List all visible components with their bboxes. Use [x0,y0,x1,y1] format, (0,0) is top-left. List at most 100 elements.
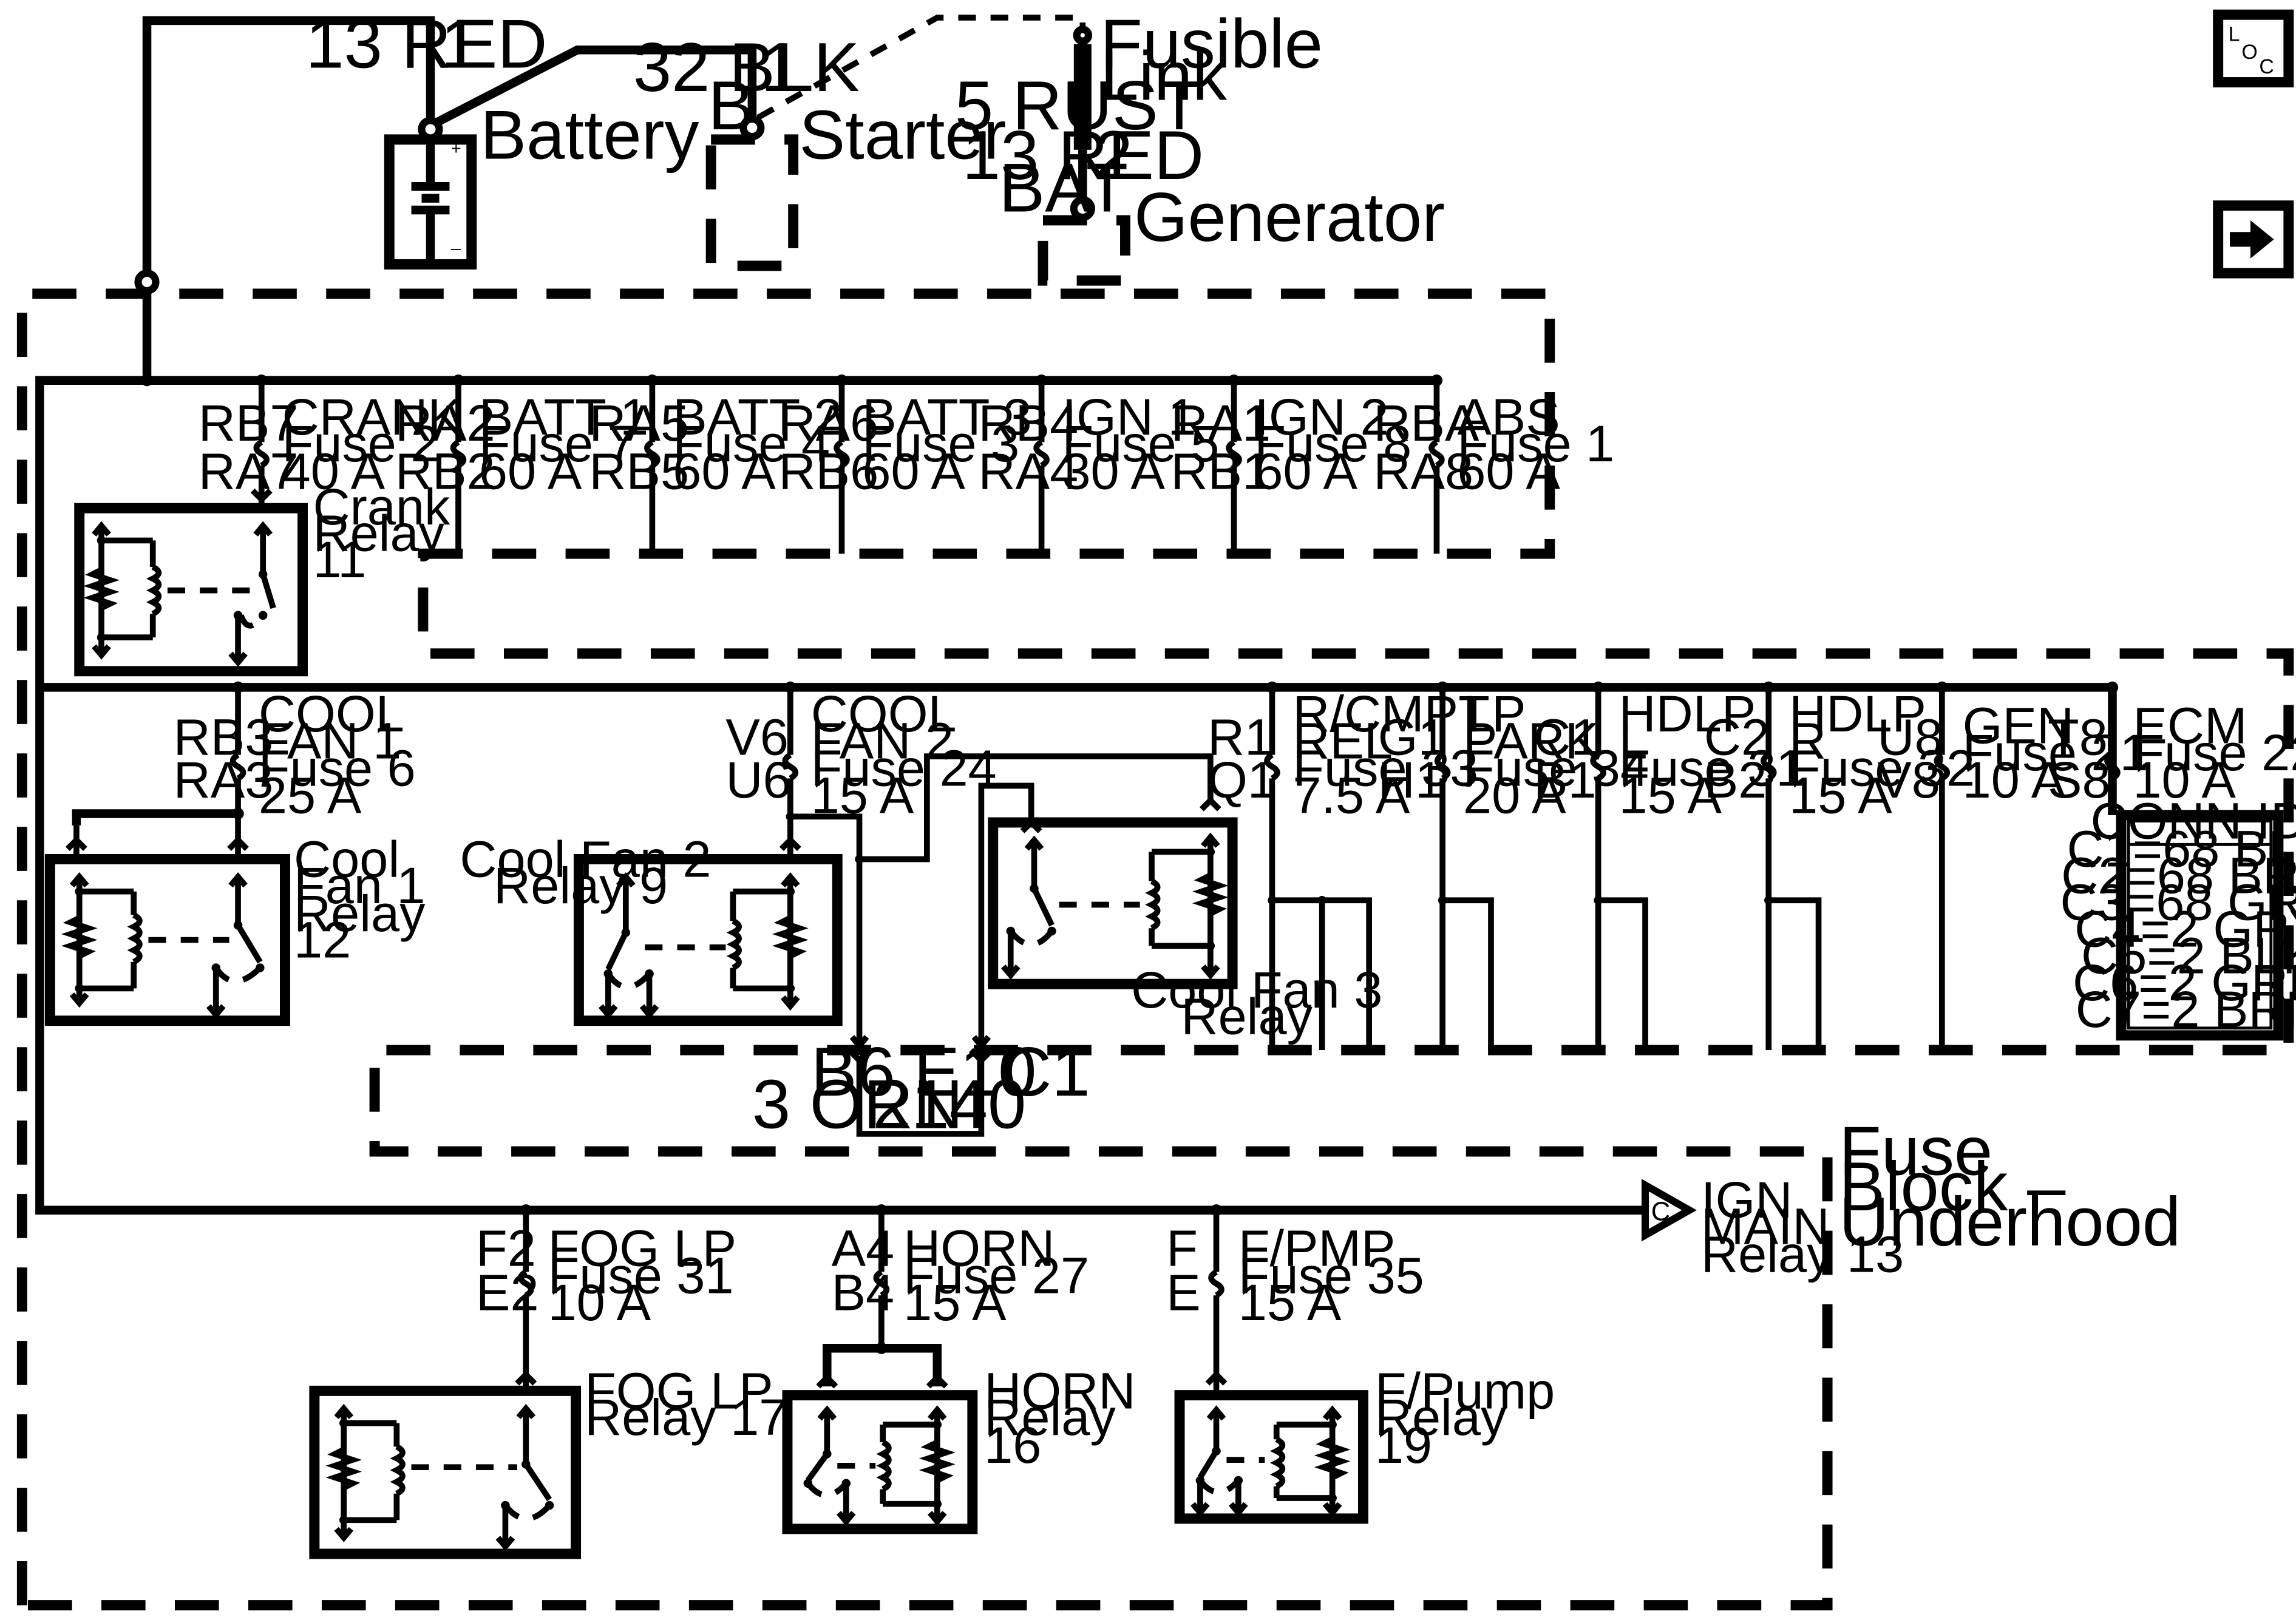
fuse-label-line: PARK [1463,712,1599,770]
fuse-pin-bottom: H1 [1378,751,1444,808]
starter-label: Starter [799,97,1006,174]
fuse-label-line: 10 A [548,1273,651,1331]
fuse-block-outline [16,288,2294,1611]
cool-fan-1-relay-label-4: 12 [294,911,351,969]
fuse-label-line: 15 A [1618,766,1722,824]
fuse-amps: 60 A [479,442,582,500]
fuse-label-line: FAN 2 [811,712,954,770]
fuse-label-line: L [1618,712,1647,770]
fuse-pin-top: RB3 [174,708,274,766]
fuse-amps: 60 A [1457,442,1560,500]
loc-letter-c: C [2259,55,2274,78]
battery-symbol: + – [384,117,477,270]
fuse-pin-top: RB7 [199,394,299,452]
loc-icon[interactable]: L O C [2213,9,2294,87]
fuse-pin-bottom: E2 [476,1263,539,1321]
generator-label: Generator [1134,179,1445,256]
fuse-pin-top: G1 [1378,708,1447,766]
starter-wire-label: 32 BLK [633,29,860,106]
crank-relay-label-1: Crank [313,478,450,535]
fuse-pin-bottom: B4 [832,1263,895,1321]
fuse-label-line: COOL [259,685,404,742]
svg-text:–: – [451,239,461,259]
ign-main-label-2: MAIN [1701,1197,1830,1255]
right-arrow-icon[interactable] [2213,200,2294,279]
conn-id-row: C1=68 BLK [2067,820,2296,878]
fuse-label-line: 10 A [1963,751,2066,808]
ign-main-letter: C [1651,1198,1670,1227]
fuse-block-label-3: Underhood [1839,1184,2181,1261]
fuse-pin-top: RA6 [778,394,878,452]
connector-wire: 3 ORN [752,1066,963,1143]
fuel-pump-relay [1174,1370,1368,1524]
conn-id-row: C2=68 BRN [2061,847,2296,904]
fuse-pin-top: R1 [1207,708,1273,766]
fuse-label-line: Fuse 35 [1238,1246,1424,1304]
fuse-pin-bottom: RA7 [199,442,299,500]
fuse-label-line: 10 A [2133,751,2236,808]
fuse-amps: 30 A [1062,442,1165,500]
connector-left-pin: B6 [811,1034,895,1111]
fuse-pin-top: F [1166,1219,1198,1277]
fuse-name: BATT 1 [479,388,648,446]
fuse-label-line: R [1789,712,1826,770]
fuse-pin-bottom: Q1 [1207,751,1276,808]
generator-terminal-label: BAT [999,149,1128,226]
fog-lp-relay [309,1370,582,1559]
fuse-label-line: 15 A [1789,766,1892,824]
conn-id-table: CONN ID C1=68 BLKC2=68 BRNC3=68 GRYC4=2 … [2060,792,2296,1041]
fuse-pin-bottom: RB6 [778,442,878,500]
generator-wire-label: 13 RED [962,117,1204,194]
fuse-label-line: COOL [811,685,957,742]
battery-label: Battery [480,97,699,174]
fuse-pin-top: V6 [725,708,789,766]
cool-fan-1-relay-label-2: Fan 1 [294,856,426,914]
fuse-label-line: LP [1463,685,1526,742]
cool-fan-3-relay [988,817,1238,989]
fuse-label-line: FAN 1 [259,712,401,770]
fog-relay-label-2: Relay 17 [585,1388,787,1446]
connector-name: C1 [1002,1034,1090,1111]
fuse-amps: 40 A [282,442,385,500]
fuse-pin-bottom: E [1166,1263,1200,1321]
fuse-pin-top: F2 [476,1219,536,1277]
connector-circuit: 2140 [872,1066,1026,1143]
cool-fan-2-relay-label-1: Cool Fan 2 [460,830,711,888]
crank-relay-label-3: 11 [313,531,366,588]
fuse-number: Fuse 2 [282,415,440,472]
horn-relay-label-2: Relay [984,1388,1116,1446]
fuel-pump-relay-label-2: Relay [1375,1388,1507,1446]
fuse-pin-top: C2 [1704,708,1770,766]
conn-id-row: C4=2 GRY [2074,900,2296,958]
fuse-label-line: HORN [903,1219,1055,1277]
fuse-label-line: HDLP [1618,685,1756,742]
svg-text:+: + [451,139,461,158]
fuse-pin-top: A4 [832,1219,895,1277]
fuse-label-line: 20 A [1463,766,1566,824]
cool-fan-2-relay [573,825,843,1026]
ign-main-label-3: Relay 13 [1701,1225,1904,1283]
battery-wire-label: 13 RED [305,5,547,83]
top-section: 13 RED 1 + – Battery 32 BLK 1 B Starter [134,5,1445,387]
fuse-amps: 60 A [1254,442,1357,500]
fuse-label-line: ECM [2133,696,2247,754]
fuse-number: Fuse 3 [862,415,1019,472]
conn-id-row: C7=2 BRN [2076,980,2296,1038]
fuse-pin-top: T8 [2048,708,2108,766]
fuse-pin-top: RA2 [395,394,495,452]
battery-pin-label: 1 [441,5,479,83]
generator-pin-label: 2 [1095,117,1133,194]
horn-relay-label-1: HORN [984,1361,1135,1419]
